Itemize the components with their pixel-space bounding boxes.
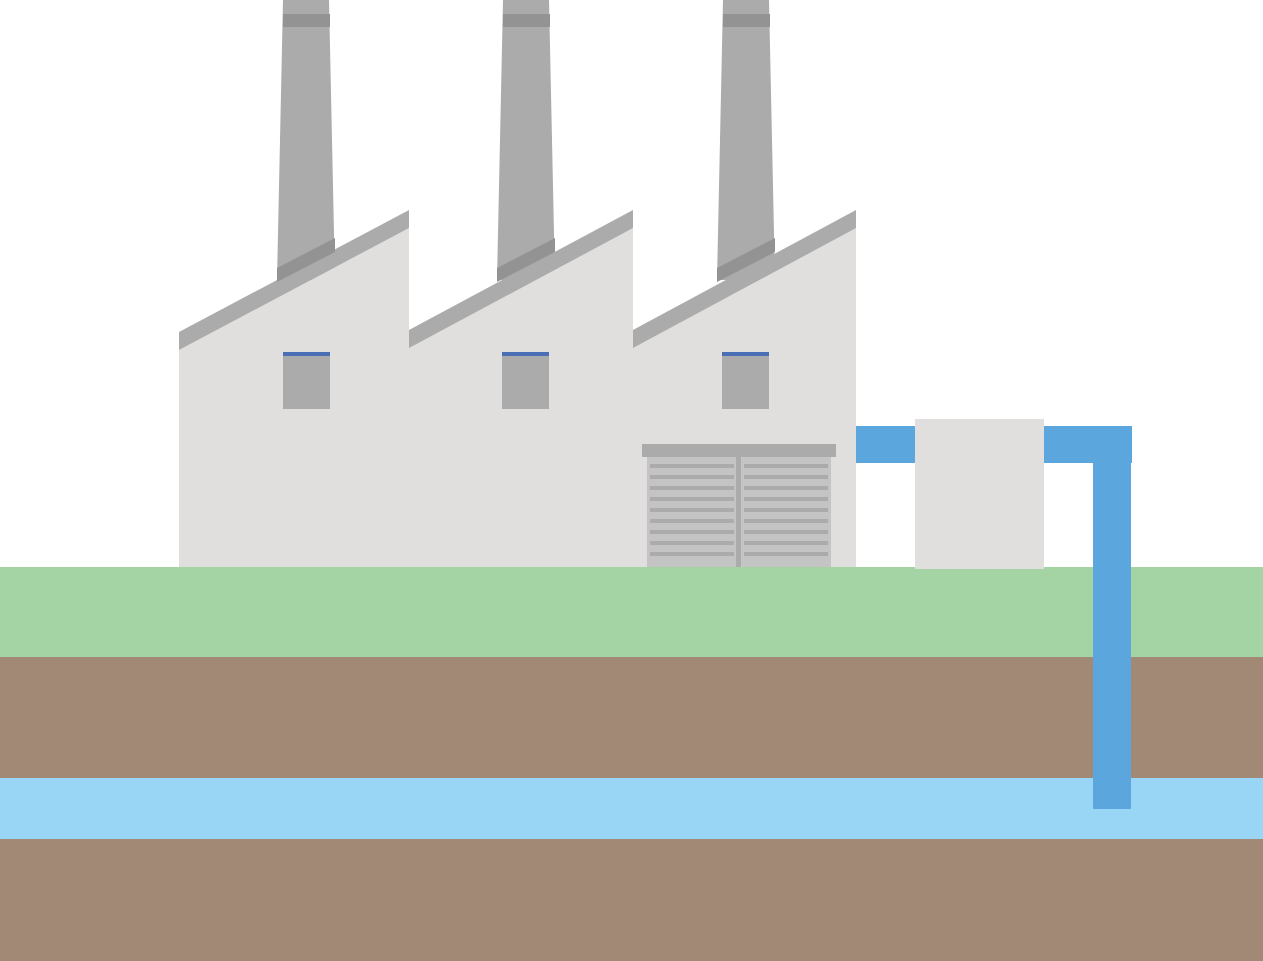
chimney-2 (497, 0, 555, 280)
chimney-3 (717, 0, 775, 280)
door-slat (744, 508, 828, 512)
door-slat (650, 486, 734, 490)
door-slat (744, 552, 828, 556)
door-slats (650, 464, 828, 556)
door-slat (650, 552, 734, 556)
door-slat (744, 519, 828, 523)
window-3 (722, 352, 769, 409)
door-slat (744, 497, 828, 501)
door-slat (744, 541, 828, 545)
door-slat (650, 541, 734, 545)
well-pipe (856, 426, 1132, 809)
treatment-tank (915, 419, 1044, 569)
door-slat (650, 508, 734, 512)
door-slat (744, 486, 828, 490)
soil-layer-upper (0, 657, 1263, 779)
door-slat (650, 464, 734, 468)
door-slat (744, 475, 828, 479)
chimney-1 (277, 0, 335, 280)
window-1 (283, 352, 330, 409)
door-slat (650, 519, 734, 523)
grass-layer (0, 567, 1263, 658)
door-slat (744, 464, 828, 468)
window-2 (502, 352, 549, 409)
aquifer-layer (0, 778, 1263, 840)
door-slat (650, 497, 734, 501)
door-slat (650, 530, 734, 534)
factory-door (642, 444, 836, 567)
door-slat (650, 475, 734, 479)
soil-layer-lower (0, 839, 1263, 961)
door-slat (744, 530, 828, 534)
